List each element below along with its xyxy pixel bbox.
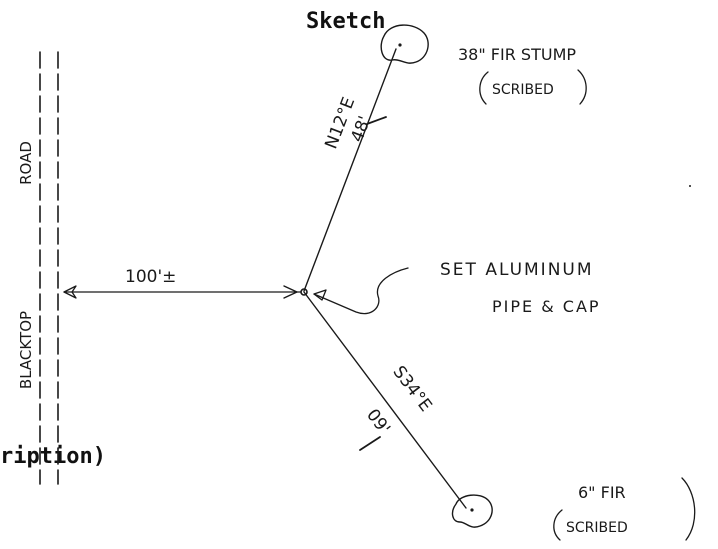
south-paren-left	[553, 509, 563, 541]
stump-center-dot-icon	[398, 43, 402, 47]
pipe-note-line2: PIPE & CAP	[492, 297, 601, 316]
south-fir-label: 6" FIR	[578, 483, 626, 502]
fir-tree-icon	[451, 494, 493, 528]
north-distance-tick	[366, 116, 387, 125]
description-caption: ription)	[0, 444, 106, 469]
fir-center-dot-icon	[470, 508, 474, 512]
arrow-road-end-icon	[63, 285, 77, 299]
north-stump-scribed: SCRIBED	[492, 82, 554, 98]
road-distance-label: 100'±	[125, 267, 176, 287]
north-stump-label: 38" FIR STUMP	[458, 45, 576, 64]
fir-stump-icon	[380, 24, 429, 64]
sketch-title: Sketch	[306, 9, 385, 34]
south-fir-scribed: SCRIBED	[566, 520, 628, 536]
south-paren-right	[681, 477, 696, 541]
blacktop-road	[39, 51, 59, 485]
stray-ink-dot	[689, 185, 691, 187]
south-bearing-label: S34°E	[388, 362, 435, 415]
road-label: ROAD	[17, 141, 35, 185]
south-distance-label: 09'	[362, 405, 394, 438]
blacktop-label: BLACKTOP	[17, 311, 35, 389]
pipe-note-line1: SET ALUMINUM	[440, 260, 594, 280]
aluminum-pipe-icon	[300, 288, 308, 296]
leader-arrow-icon	[313, 289, 327, 301]
line-to-south-fir	[303, 291, 467, 509]
line-to-north-stump	[303, 48, 397, 292]
north-paren-right	[577, 69, 587, 105]
north-paren-left	[479, 71, 489, 105]
arrow-pipe-end-icon	[283, 285, 298, 299]
note-leader-line	[313, 267, 409, 315]
south-distance-tick	[359, 436, 381, 451]
